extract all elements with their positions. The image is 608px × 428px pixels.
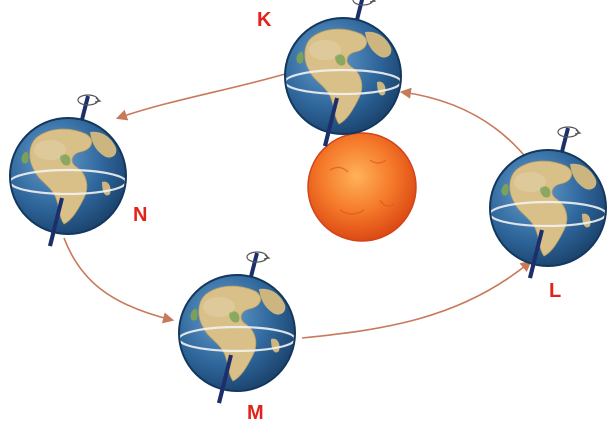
orbit-arrow-l-to-k — [402, 92, 528, 160]
orbit-arrow-n-to-m — [64, 238, 172, 320]
position-label-m: M — [247, 403, 264, 423]
earth-globe-icon-m — [179, 252, 295, 403]
orbit-arrow-k-to-n — [118, 74, 285, 118]
earth-globe-icon-n — [10, 95, 126, 246]
earth-globe-icon-k — [285, 0, 401, 146]
position-label-k: K — [257, 10, 271, 30]
sun-icon — [308, 133, 416, 241]
position-label-l: L — [549, 281, 561, 301]
position-label-n: N — [133, 205, 147, 225]
orbit-arrow-m-to-l — [302, 262, 530, 338]
earth-globe-icon-l — [490, 127, 606, 278]
